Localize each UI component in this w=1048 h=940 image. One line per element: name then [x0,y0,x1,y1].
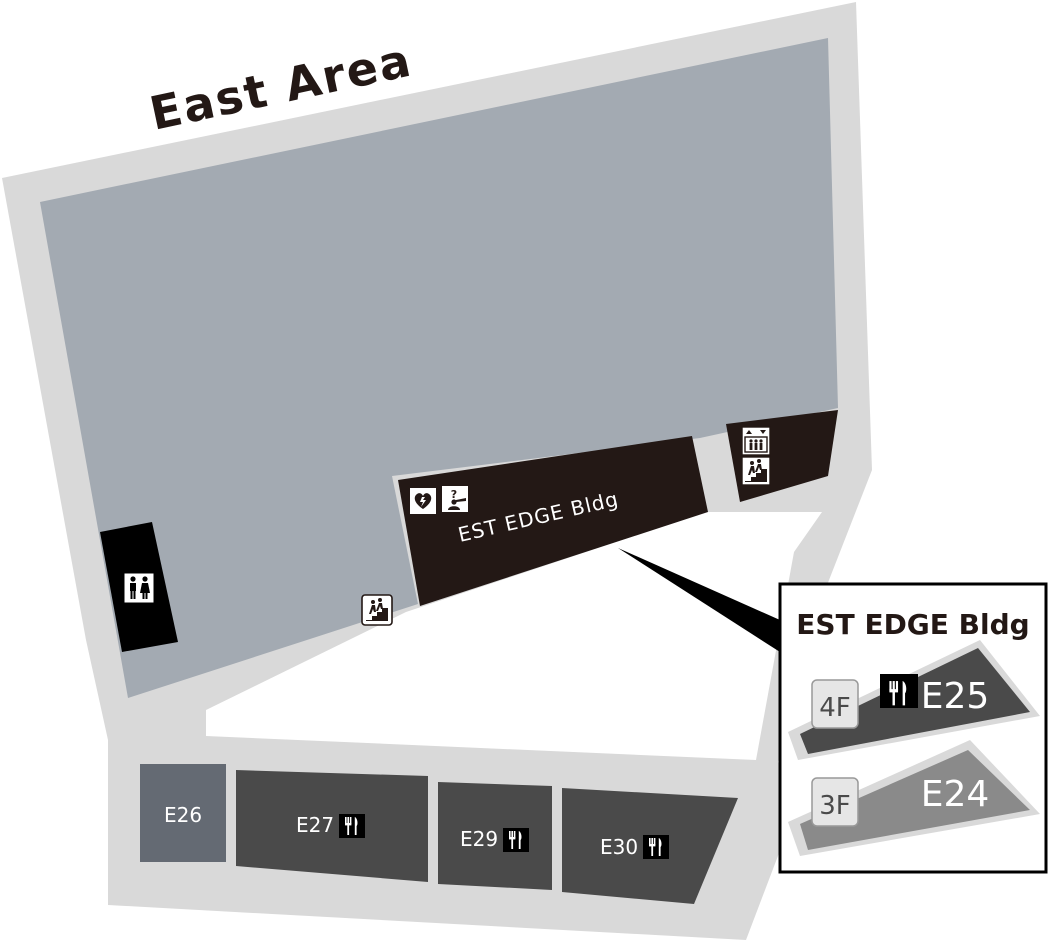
aed-icon [410,488,436,514]
floor-4f-label: 4F [819,693,851,723]
shop-e27-label: E27 [296,813,334,837]
stairs-icon [741,456,771,486]
inset-title: EST EDGE Bldg [796,608,1029,641]
elevator-icon [741,426,771,456]
est-edge-building [398,436,708,606]
restaurant-icon [339,814,365,838]
floor-3f-shop: E24 [921,774,990,815]
restaurant-icon [643,835,669,859]
floor-3f-plate [800,750,1030,850]
floor-3f-badge [811,777,859,827]
restaurant-icon [503,828,529,852]
shop-e29 [438,782,552,890]
svg-text:?: ? [451,488,457,501]
shop-e30-label: E30 [600,835,638,859]
stairs-icon [361,594,393,626]
restaurant-icon [880,674,918,708]
shop-e26 [140,764,226,862]
plaza-area [40,38,838,698]
shop-e27 [236,770,428,882]
callout-pointer [618,548,780,652]
information-icon: ? [442,486,468,512]
shop-e29-label: E29 [460,827,498,851]
floor-4f-badge [811,679,859,729]
floor-3f-label: 3F [819,791,851,821]
restroom-icon [123,572,155,604]
building-inset: EST EDGE Bldg 4F E25 3F E24 [778,582,1048,874]
shop-e26-label: E26 [164,803,202,827]
floor-4f-shop: E25 [921,676,990,717]
